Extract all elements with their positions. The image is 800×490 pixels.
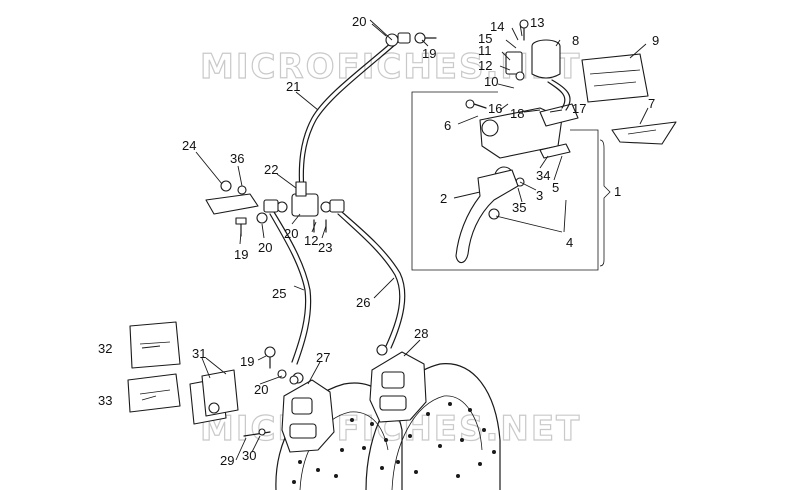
callout-20c: 20 [284,226,298,241]
callout-35: 35 [512,200,526,215]
callout-12b: 12 [304,233,318,248]
callout-14: 14 [490,19,504,34]
callout-33: 33 [98,393,112,408]
callout-1: 1 [614,184,621,199]
callout-17: 17 [572,101,586,116]
brake-hoses [269,41,406,365]
callout-11: 11 [478,43,492,58]
callout-13: 13 [530,15,544,30]
right-brake-disc [365,363,501,490]
callout-19b: 19 [234,247,248,262]
watermark-top: MICROFICHES.NET [200,47,581,87]
callout-12a: 12 [478,58,492,73]
callout-23: 23 [318,240,332,255]
master-cylinder-assembly [455,19,579,264]
pad-kit-33 [127,373,181,413]
callout-25: 25 [272,286,286,301]
callout-8: 8 [572,33,579,48]
left-caliper [281,372,335,453]
callout-18: 18 [510,106,524,121]
callout-4: 4 [566,235,573,250]
callout-34: 34 [536,168,550,183]
leader-lines [141,19,649,461]
bagged-kit-9 [581,53,649,103]
callout-16: 16 [488,101,502,116]
callout-30: 30 [242,448,256,463]
callout-32: 32 [98,341,112,356]
brake-pads-31 [189,369,239,425]
callout-9: 9 [652,33,659,48]
callout-10: 10 [484,74,498,89]
callout-24: 24 [182,138,196,153]
callout-26: 26 [356,295,370,310]
callout-20a: 20 [352,14,366,29]
callout-5: 5 [552,180,559,195]
callout-20b: 20 [258,240,272,255]
callout-2: 2 [440,191,447,206]
brake-splitter-tee [205,180,345,237]
banjo-fitting-top [385,32,437,47]
master-cylinder-frame [411,91,611,271]
callout-6: 6 [444,118,451,133]
bagged-kit-7 [611,121,677,145]
pad-kit-32 [129,321,181,369]
callout-3: 3 [536,188,543,203]
callout-15: 15 [478,31,492,46]
callout-31: 31 [192,346,206,361]
part-callouts: 1 2 3 4 5 6 7 8 9 10 11 12 12 13 14 15 1… [98,14,659,468]
lower-fittings [243,346,299,437]
callout-29: 29 [220,453,234,468]
callout-22: 22 [264,162,278,177]
callout-28: 28 [414,326,428,341]
callout-27: 27 [316,350,330,365]
callout-21: 21 [286,79,300,94]
callout-7: 7 [648,96,655,111]
callout-36: 36 [230,151,244,166]
callout-20d: 20 [254,382,268,397]
right-caliper [369,344,427,423]
callout-19c: 19 [240,354,254,369]
callout-19a: 19 [422,46,436,61]
